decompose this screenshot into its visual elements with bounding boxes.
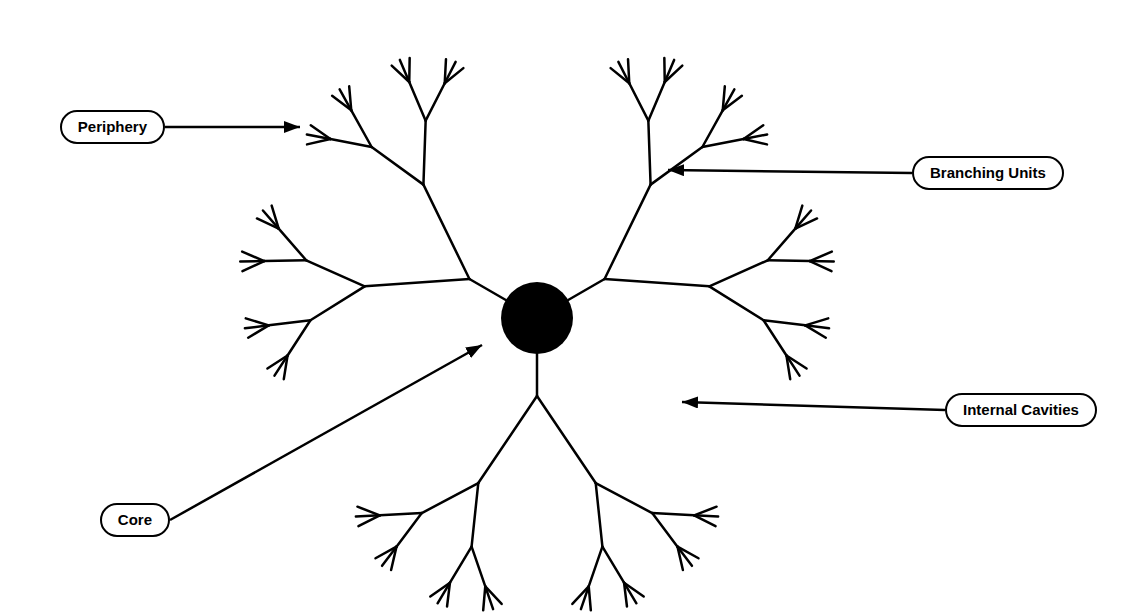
branch-line	[581, 586, 589, 609]
callout-label: Internal Cavities	[945, 393, 1097, 427]
branch-line	[445, 62, 456, 83]
branch-line	[357, 507, 379, 516]
branch-line	[694, 515, 718, 516]
branch-line	[356, 515, 380, 516]
branch-line	[485, 586, 493, 609]
branch-line	[288, 320, 311, 355]
branch-line	[589, 547, 603, 587]
branch-line	[786, 355, 799, 375]
branch-line	[805, 325, 829, 328]
branch-line	[483, 586, 485, 610]
branch-line	[536, 354, 539, 396]
core-circle	[501, 282, 573, 354]
leader-arrow	[682, 402, 945, 410]
branch-line	[764, 320, 787, 355]
branch-line	[764, 320, 806, 325]
leader-arrow	[668, 170, 912, 173]
branch-line	[810, 252, 832, 261]
callout-text: Branching Units	[930, 164, 1046, 182]
branch-line	[694, 507, 716, 516]
branch-line	[240, 260, 264, 263]
branch-line	[310, 286, 364, 320]
branch-line	[426, 83, 445, 120]
branch-line	[624, 583, 636, 604]
branch-line	[472, 547, 486, 587]
branch-line	[605, 185, 651, 279]
branch-line	[307, 134, 331, 139]
branch-line	[605, 279, 710, 286]
callout-text: Internal Cavities	[963, 401, 1079, 419]
branch-line	[423, 185, 469, 279]
branch-line	[472, 483, 479, 547]
branch-line	[652, 513, 677, 547]
branch-line	[537, 396, 596, 483]
branch-line	[478, 396, 537, 483]
branch-line	[795, 210, 811, 228]
branch-line	[651, 147, 703, 185]
branch-line	[602, 547, 624, 583]
branch-line	[768, 229, 796, 261]
branch-line	[469, 279, 505, 300]
callout-label: Periphery	[60, 110, 165, 144]
branch-lines	[240, 58, 834, 610]
branch-line	[264, 259, 306, 262]
branch-line	[665, 60, 674, 82]
leader-arrow	[170, 345, 482, 520]
branch-line	[723, 89, 735, 110]
callout-label: Core	[100, 503, 170, 537]
branch-line	[648, 82, 664, 121]
callout-text: Periphery	[78, 118, 147, 136]
branch-line	[380, 513, 422, 515]
branch-line	[596, 483, 603, 547]
branch-line	[702, 139, 743, 147]
branch-line	[422, 483, 479, 513]
branch-line	[450, 547, 472, 583]
branch-line	[589, 586, 591, 610]
branch-line	[306, 260, 364, 286]
branch-line	[629, 83, 648, 120]
branch-line	[768, 259, 810, 262]
branch-line	[242, 252, 264, 261]
branch-line	[709, 260, 767, 286]
branch-line	[618, 62, 629, 83]
branch-line	[702, 110, 722, 147]
callout-text: Core	[118, 511, 152, 529]
branch-line	[744, 134, 768, 139]
branch-line	[397, 513, 422, 547]
branch-line	[438, 583, 450, 604]
branch-line	[423, 121, 425, 185]
branch-line	[330, 139, 371, 147]
branch-line	[307, 139, 330, 144]
branch-line	[246, 318, 269, 325]
branch-line	[810, 260, 834, 263]
branch-line	[263, 210, 279, 228]
branch-line	[648, 121, 650, 185]
branch-line	[678, 547, 692, 566]
branch-line	[372, 147, 424, 185]
branch-line	[351, 110, 371, 147]
branch-line	[805, 318, 828, 325]
branch-line	[744, 139, 767, 144]
branch-line	[596, 483, 653, 513]
branch-line	[652, 513, 694, 515]
branch-line	[709, 286, 763, 320]
branch-line	[365, 279, 470, 286]
branch-line	[245, 325, 269, 328]
branch-line	[274, 355, 287, 375]
branch-line	[409, 82, 425, 121]
branch-line	[279, 229, 307, 261]
leader-arrow	[165, 126, 300, 129]
branch-line	[269, 320, 311, 325]
callout-label: Branching Units	[912, 156, 1064, 190]
branch-line	[400, 60, 409, 82]
branch-line	[568, 279, 604, 300]
branch-line	[382, 547, 396, 566]
branch-line	[340, 89, 352, 110]
